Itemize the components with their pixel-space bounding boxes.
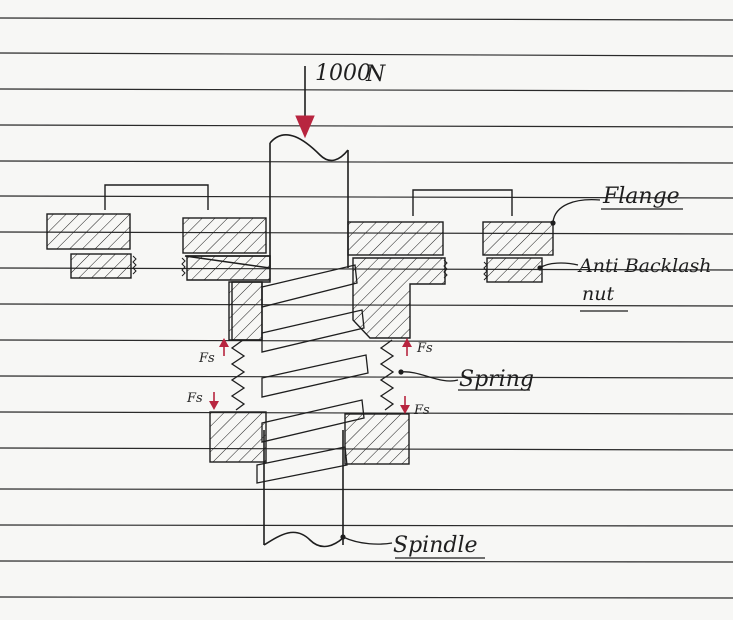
shaft-break-bottom bbox=[263, 531, 344, 548]
lower-nut-block bbox=[209, 411, 410, 465]
leader-lines bbox=[342, 199, 601, 545]
mount-brackets bbox=[104, 184, 513, 216]
force-label-left-lower: Fs bbox=[186, 391, 203, 406]
anti-backlash-label-line2: nut bbox=[582, 283, 614, 305]
load-arrow bbox=[295, 66, 315, 139]
spring-leader bbox=[400, 371, 459, 382]
flange bbox=[46, 213, 554, 256]
nut-leader bbox=[539, 262, 579, 269]
flange-label: Flange bbox=[602, 184, 680, 209]
screw-threads bbox=[256, 264, 369, 484]
load-unit: N bbox=[365, 62, 386, 87]
anti-backlash-nut bbox=[70, 253, 543, 341]
anti-backlash-label-line1: Anti Backlash bbox=[577, 255, 712, 277]
spring-right bbox=[379, 339, 395, 411]
spindle-leader bbox=[342, 536, 393, 545]
spring-label: Spring bbox=[459, 367, 534, 392]
force-label-right-lower: Fs bbox=[413, 403, 430, 418]
flange-leader bbox=[552, 199, 601, 223]
flange-small-springs bbox=[132, 255, 488, 281]
shaft-break-top bbox=[269, 133, 349, 162]
force-label-right-upper: Fs bbox=[416, 341, 433, 356]
force-label-left-upper: Fs bbox=[198, 351, 215, 366]
leader-dots bbox=[340, 220, 556, 540]
spring-force-arrows bbox=[209, 338, 412, 414]
spring-left bbox=[230, 339, 246, 411]
spindle-label: Spindle bbox=[393, 533, 478, 558]
load-value: 1000 bbox=[315, 61, 371, 86]
